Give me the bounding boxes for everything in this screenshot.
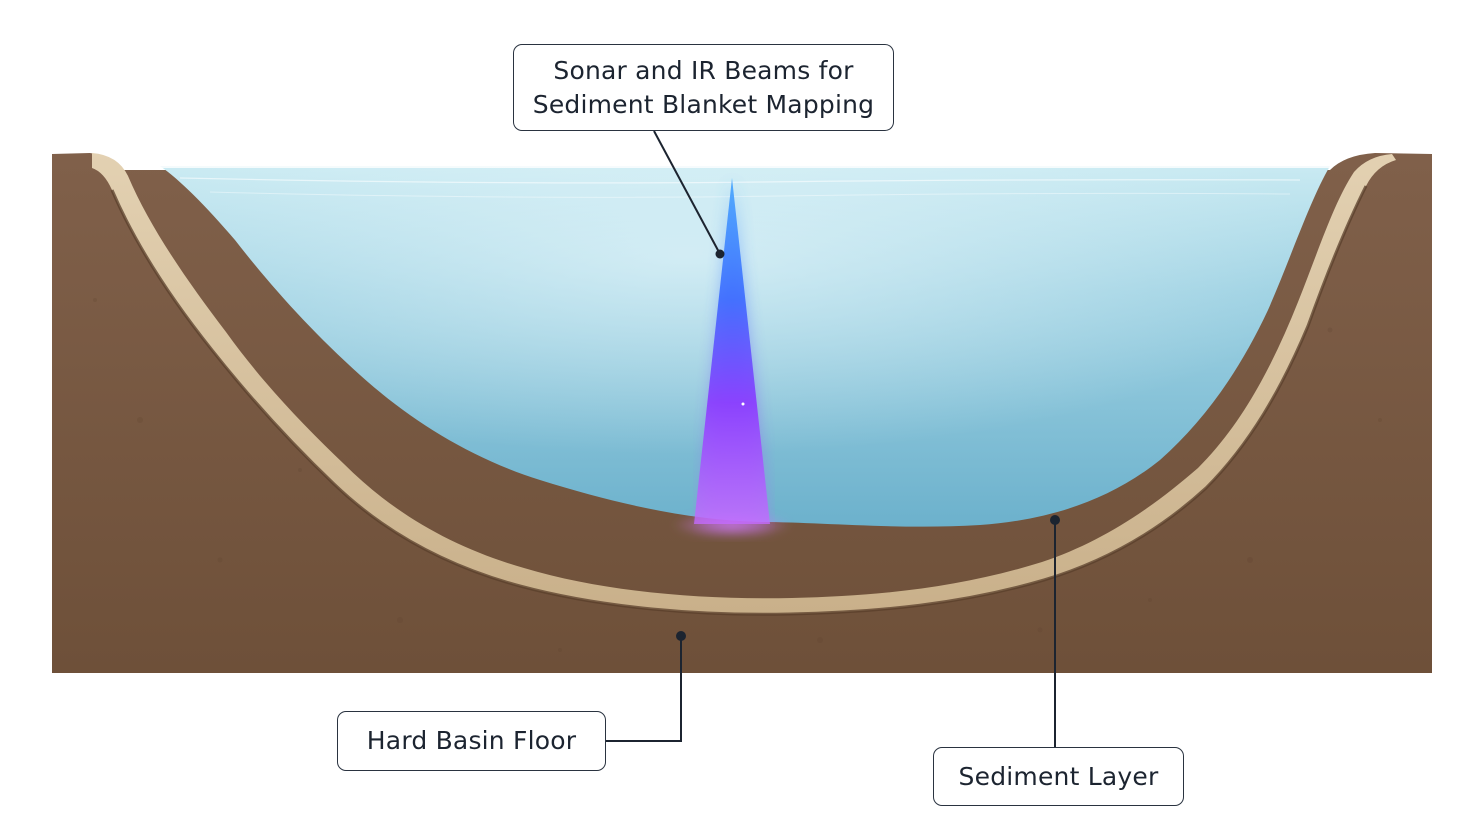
water-surface — [160, 166, 1330, 198]
sediment-label-text: Sediment Layer — [958, 761, 1159, 791]
sediment-lower-edge — [110, 185, 1368, 616]
leader-lines — [606, 130, 1056, 747]
floor-anchor-dot — [676, 631, 686, 641]
sonar-label-line1: Sonar and IR Beams for — [553, 55, 854, 85]
hard-floor-label-text: Hard Basin Floor — [366, 726, 577, 755]
sonar-beam-label: Sonar and IR Beams for Sediment Blanket … — [513, 44, 894, 131]
beam-anchor-dot — [715, 249, 725, 259]
hard-basin-floor-label: Hard Basin Floor — [337, 711, 606, 771]
sonar-label-line2: Sediment Blanket Mapping — [532, 89, 875, 119]
sediment-layer-label: Sediment Layer — [933, 747, 1184, 806]
rock-texture — [93, 298, 1382, 652]
beam-marker-dot — [741, 402, 745, 406]
sonar-ir-beam — [694, 178, 770, 524]
sediment-anchor-dot — [1050, 515, 1060, 525]
